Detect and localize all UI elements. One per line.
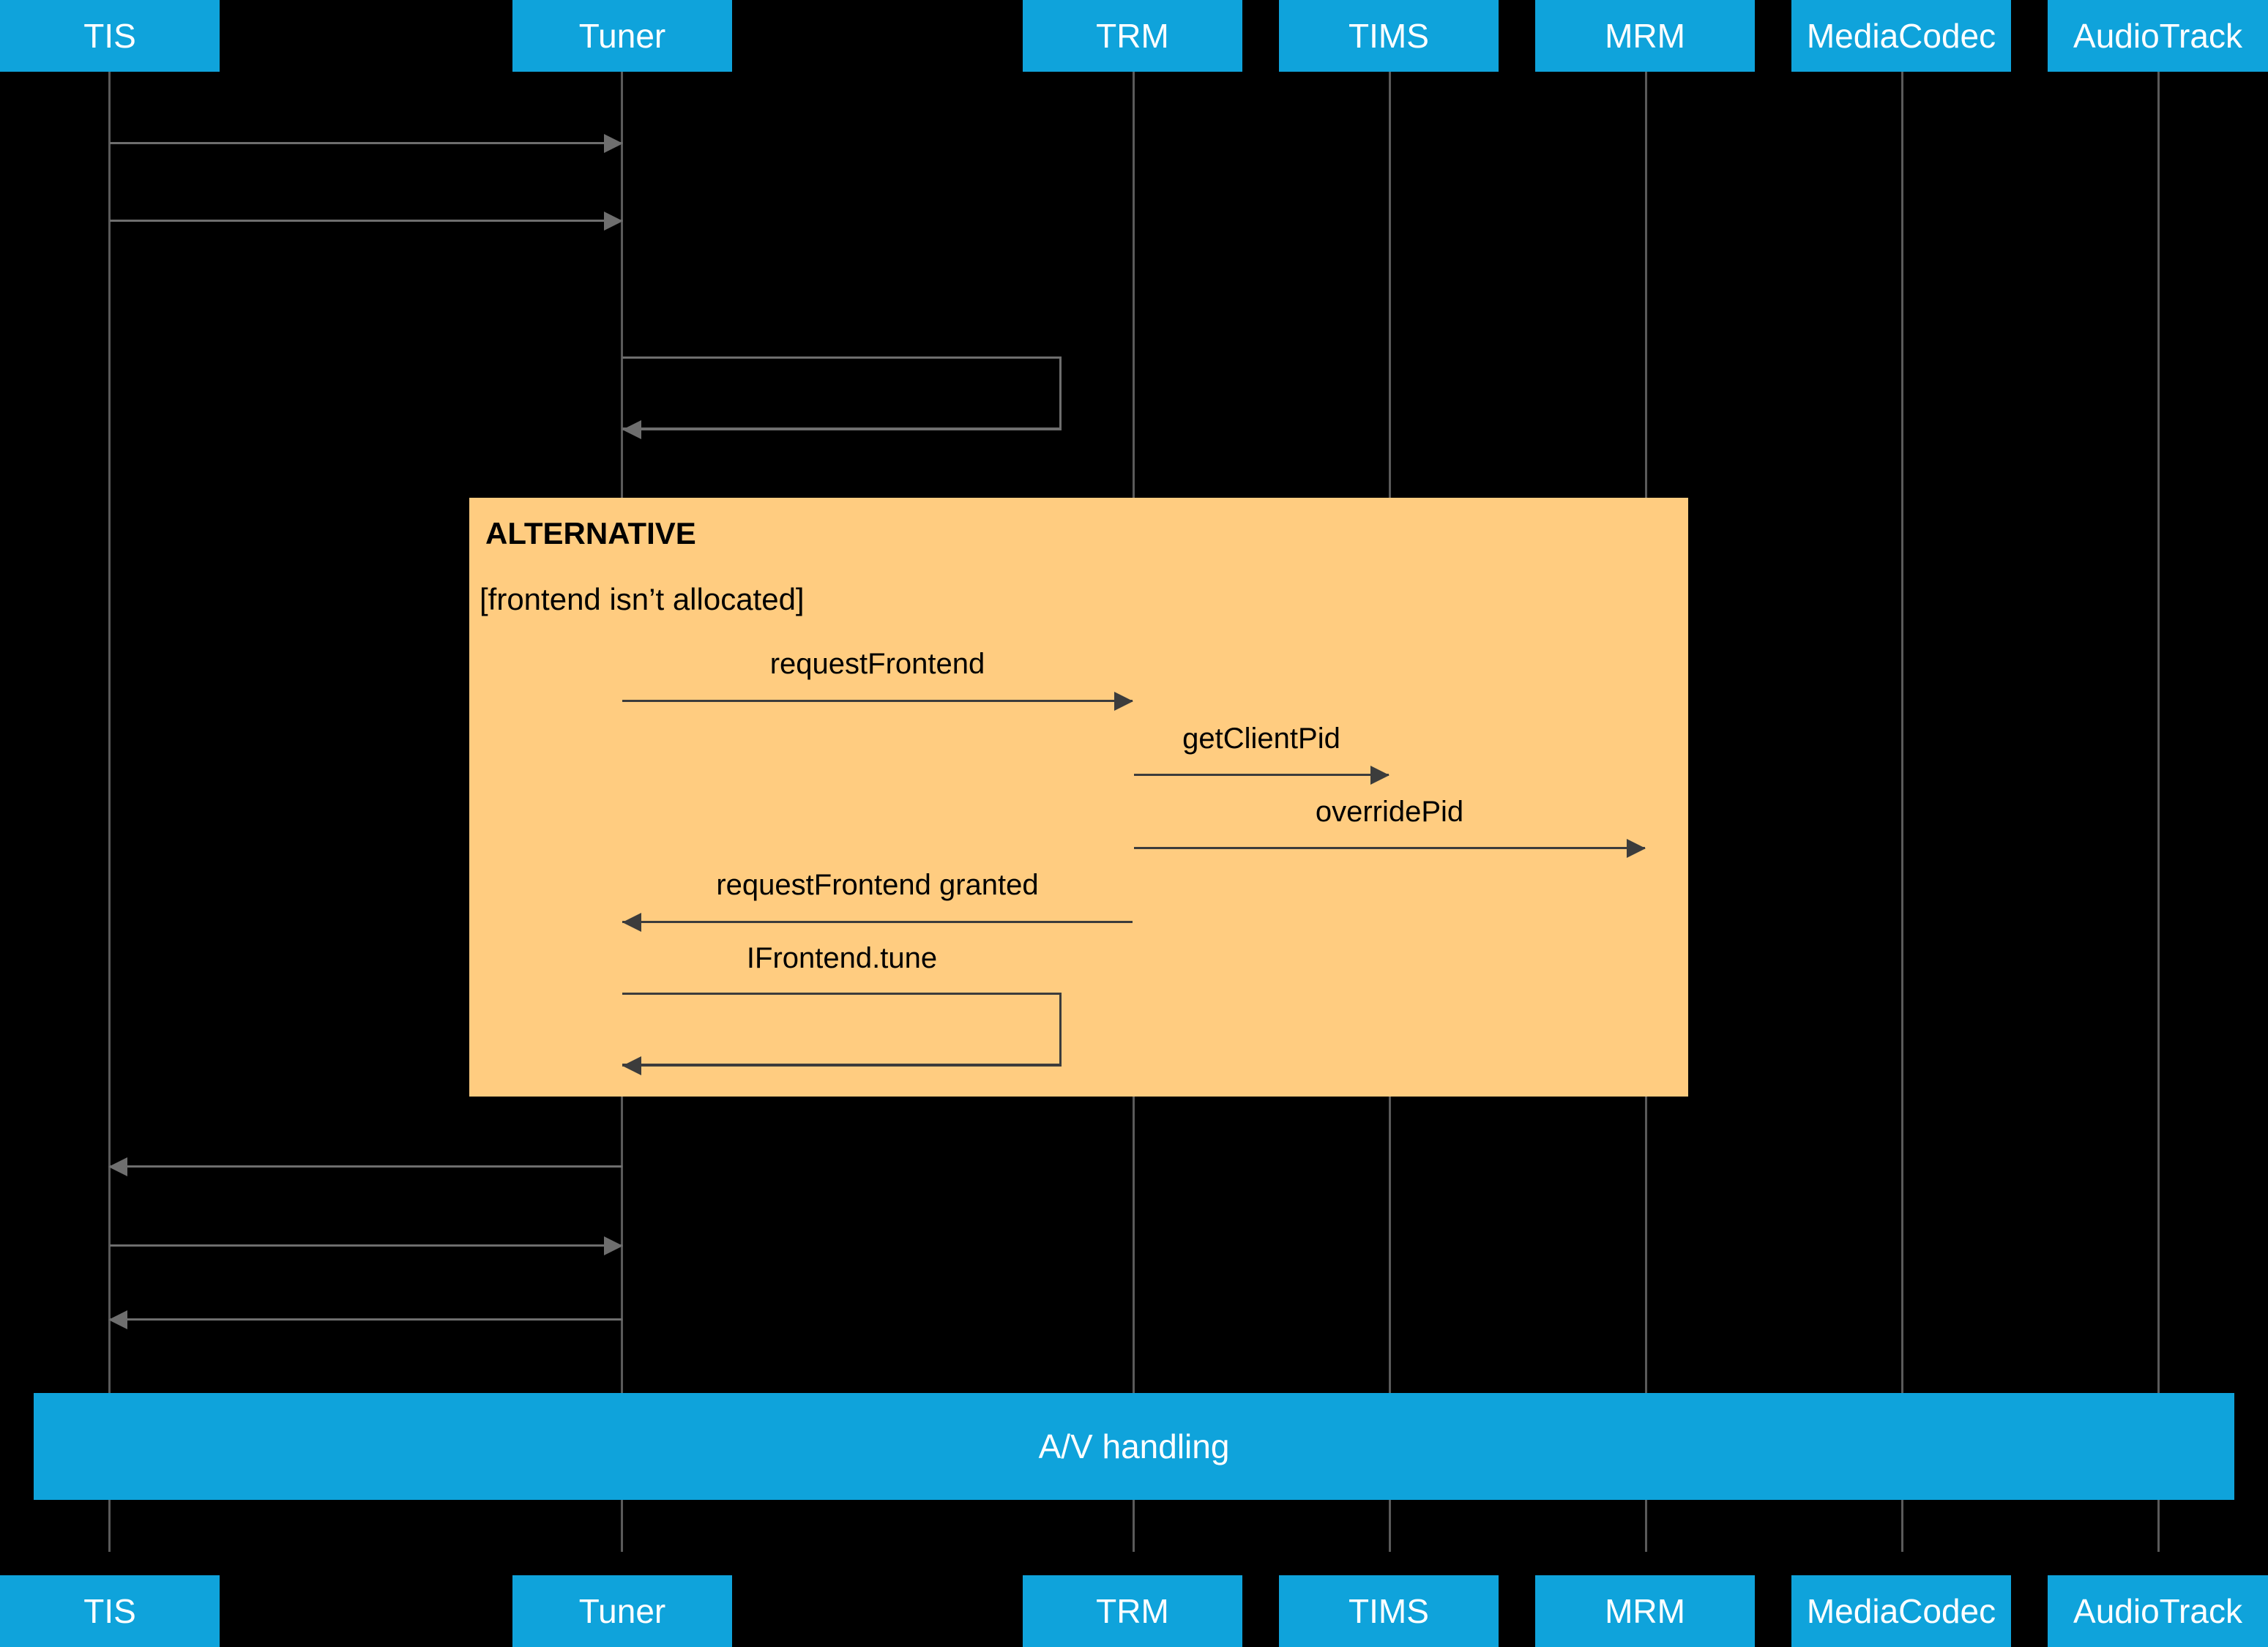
actor-header-trm[interactable]: TRM <box>1023 0 1242 72</box>
actor-footer-mediacodec-label: MediaCodec <box>1806 1592 1996 1630</box>
lifeline-tis <box>108 72 111 1552</box>
message-m3-return-line <box>622 428 1062 430</box>
actor-footer-mediacodec[interactable]: MediaCodec <box>1791 1575 2011 1647</box>
actor-header-audiotrack-label: AudioTrack <box>2073 17 2242 55</box>
message-m6-arrowhead <box>1627 839 1646 858</box>
message-m10-arrowhead <box>604 1236 623 1255</box>
message-m5-line <box>1134 774 1389 776</box>
actor-footer-trm-label: TRM <box>1096 1592 1169 1630</box>
message-m3-selfcall-box <box>622 356 1062 430</box>
message-m11-arrowhead <box>108 1310 127 1329</box>
message-m9-arrowhead <box>108 1157 127 1176</box>
actor-header-tuner[interactable]: Tuner <box>512 0 732 72</box>
message-m3-arrowhead <box>622 420 641 439</box>
message-m4-line <box>622 700 1133 702</box>
fragment-operator-label: ALTERNATIVE <box>485 516 696 550</box>
message-m1-arrowhead <box>604 134 623 153</box>
summary-bar-av-handling[interactable]: A/V handling <box>34 1393 2234 1500</box>
message-m2-line <box>110 220 622 222</box>
message-m9-line <box>110 1165 622 1168</box>
actor-header-mediacodec-label: MediaCodec <box>1806 17 1996 55</box>
actor-header-tis-label: TIS <box>83 17 136 55</box>
message-m4-label: requestFrontend <box>769 648 985 680</box>
actor-footer-tims-label: TIMS <box>1349 1592 1429 1630</box>
actor-header-tims-label: TIMS <box>1349 17 1429 55</box>
message-m5-arrowhead <box>1370 766 1389 785</box>
message-m7-line <box>622 921 1133 923</box>
actor-header-mrm-label: MRM <box>1605 17 1685 55</box>
message-m6-label: overridePid <box>1315 796 1464 828</box>
message-m1-line <box>110 142 622 144</box>
lifeline-audiotrack <box>2157 72 2160 1552</box>
actor-header-mediacodec[interactable]: MediaCodec <box>1791 0 2011 72</box>
message-m6-line <box>1134 847 1645 849</box>
fragment-guard-label: [frontend isn’t allocated] <box>480 582 805 616</box>
actor-footer-tuner-label: Tuner <box>578 1592 666 1630</box>
lifeline-mediacodec <box>1901 72 1903 1552</box>
message-m11-line <box>110 1318 622 1321</box>
actor-footer-audiotrack-label: AudioTrack <box>2073 1592 2242 1630</box>
actor-header-tuner-label: Tuner <box>578 17 666 55</box>
message-m8-label: IFrontend.tune <box>746 942 938 974</box>
actor-footer-trm[interactable]: TRM <box>1023 1575 1242 1647</box>
actor-header-tis[interactable]: TIS <box>0 0 220 72</box>
actor-footer-audiotrack[interactable]: AudioTrack <box>2048 1575 2268 1647</box>
message-m4-arrowhead <box>1114 692 1133 711</box>
message-m8-return-line <box>622 1064 1062 1067</box>
actor-footer-tis-label: TIS <box>83 1592 136 1630</box>
message-m5-label: getClientPid <box>1182 722 1340 755</box>
actor-footer-mrm[interactable]: MRM <box>1535 1575 1755 1647</box>
actor-footer-tims[interactable]: TIMS <box>1279 1575 1499 1647</box>
actor-header-trm-label: TRM <box>1096 17 1169 55</box>
actor-footer-tis[interactable]: TIS <box>0 1575 220 1647</box>
summary-bar-label: A/V handling <box>1038 1427 1230 1465</box>
message-m10-line <box>110 1244 622 1247</box>
combined-fragment-alternative <box>469 498 1688 1097</box>
message-m7-label: requestFrontend granted <box>716 869 1039 901</box>
actor-header-mrm[interactable]: MRM <box>1535 0 1755 72</box>
message-m7-arrowhead <box>622 913 641 932</box>
actor-footer-tuner[interactable]: Tuner <box>512 1575 732 1647</box>
message-m8-selfcall-box <box>622 993 1062 1066</box>
actor-header-audiotrack[interactable]: AudioTrack <box>2048 0 2268 72</box>
actor-footer-mrm-label: MRM <box>1605 1592 1685 1630</box>
actor-header-tims[interactable]: TIMS <box>1279 0 1499 72</box>
message-m2-arrowhead <box>604 212 623 231</box>
message-m8-arrowhead <box>622 1056 641 1075</box>
